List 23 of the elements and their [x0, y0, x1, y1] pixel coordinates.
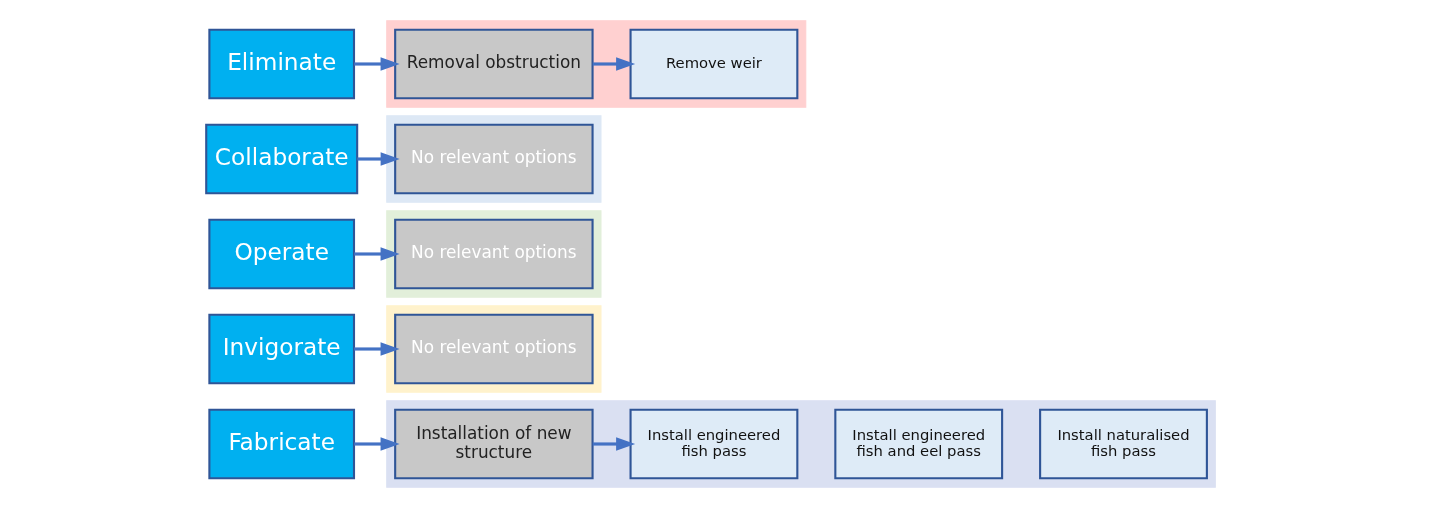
- arrow: [357, 152, 400, 166]
- node-box: Install naturalised fish pass: [1039, 408, 1208, 480]
- arrow: [592, 57, 636, 71]
- node-box: Removal obstruction: [394, 28, 594, 100]
- node-box: Install engineered fish pass: [629, 408, 799, 480]
- cluster: [386, 20, 807, 108]
- cluster: [386, 210, 602, 298]
- cluster: [386, 305, 602, 393]
- arrow: [354, 437, 400, 451]
- node-box: Eliminate: [208, 28, 356, 100]
- cluster: [386, 400, 1216, 488]
- cluster: [386, 115, 602, 203]
- node-box: Operate: [208, 218, 356, 290]
- arrow: [354, 342, 400, 356]
- arrow: [354, 247, 400, 261]
- arrow: [354, 57, 400, 71]
- node-box: Remove weir: [629, 28, 799, 100]
- arrow: [592, 437, 636, 451]
- node-box: Install engineered fish and eel pass: [834, 408, 1004, 480]
- node-box: Installation of new structure: [394, 408, 594, 480]
- node-box: Invigorate: [208, 313, 356, 385]
- node-box: Collaborate: [205, 123, 359, 195]
- node-box: Fabricate: [208, 408, 356, 480]
